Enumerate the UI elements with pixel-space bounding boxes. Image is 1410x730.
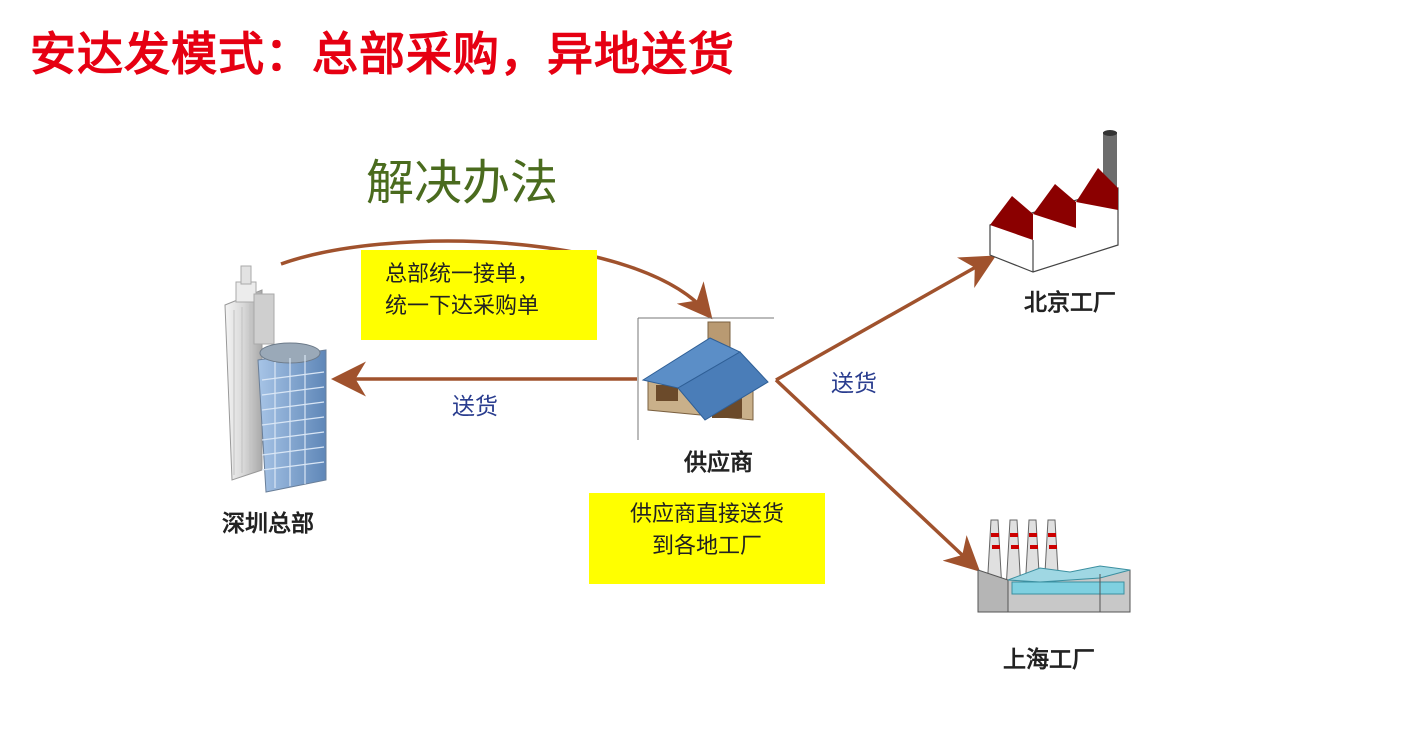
page-title: 安达发模式：总部采购，异地送货 (30, 27, 735, 81)
order-note-line1: 总部统一接单， (385, 262, 540, 287)
beijing-factory-icon (989, 130, 1119, 273)
delivery-to-hq-label: 送货 (452, 394, 498, 420)
direct-delivery-note: 供应商直接送货 到各地工厂 (589, 493, 825, 584)
supplier-label: 供应商 (684, 450, 753, 476)
delivery-to-beijing-arrow (775, 255, 997, 382)
headquarters-label: 深圳总部 (222, 511, 314, 537)
shanghai-factory-icon (977, 519, 1131, 613)
direct-note-line1: 供应商直接送货 (629, 502, 784, 527)
order-arrow (280, 239, 713, 320)
delivery-to-shanghai-arrow (774, 378, 981, 572)
section-subtitle: 解决办法 (366, 155, 559, 211)
headquarters-building-icon (224, 265, 327, 493)
delivery-to-factories-label: 送货 (831, 371, 877, 397)
beijing-factory-label: 北京工厂 (1024, 290, 1116, 316)
shanghai-factory-label: 上海工厂 (1003, 647, 1095, 673)
order-note-line2: 统一下达采购单 (385, 294, 540, 319)
order-note: 总部统一接单， 统一下达采购单 (361, 250, 597, 340)
direct-note-line2: 到各地工厂 (651, 534, 762, 559)
supplier-house-icon (637, 317, 774, 440)
